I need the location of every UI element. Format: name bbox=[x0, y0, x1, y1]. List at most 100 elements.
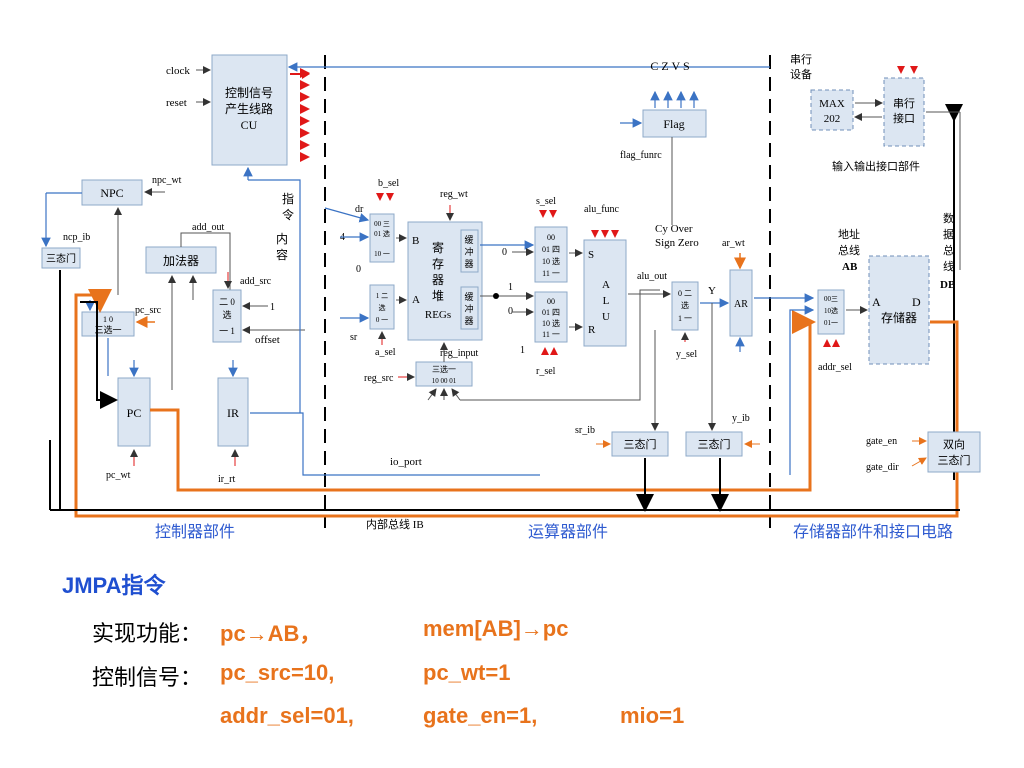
svg-text:器: 器 bbox=[464, 316, 473, 326]
serial-device-1: 串行 bbox=[790, 53, 812, 66]
s-one: 1 bbox=[508, 282, 513, 293]
svg-text:00 三: 00 三 bbox=[374, 220, 390, 228]
svg-text:一 1: 一 1 bbox=[219, 326, 235, 336]
cu-block bbox=[211, 54, 288, 166]
instr-4: 容 bbox=[276, 247, 288, 262]
alu-func-label: alu_func bbox=[584, 204, 620, 215]
pc-src-mux bbox=[81, 311, 135, 337]
offset-label: offset bbox=[255, 334, 280, 346]
alu-out-label: alu_out bbox=[637, 271, 667, 282]
pc-block bbox=[117, 377, 151, 447]
ir-block bbox=[217, 377, 249, 447]
db-3: 总 bbox=[943, 243, 954, 257]
svg-text:A: A bbox=[872, 295, 881, 309]
instr-1: 指 bbox=[282, 191, 294, 206]
y-ib-label: y_ib bbox=[732, 413, 750, 424]
section-controller-label: 控制器部件 bbox=[155, 523, 235, 541]
control-value-3: addr_sel=01, bbox=[220, 703, 354, 728]
io-port-label: io_port bbox=[390, 456, 422, 468]
io-section-label: 输入输出接口部件 bbox=[832, 159, 920, 173]
svg-text:选: 选 bbox=[681, 300, 689, 310]
npc-tristate-label: 三态门 bbox=[46, 252, 76, 265]
instruction-description: JMPA指令 实现功能： pc→AB， mem[AB]→pc 控制信号： pc_… bbox=[0, 560, 1024, 768]
svg-text:10 一: 10 一 bbox=[374, 250, 390, 258]
ir-rt-label: ir_rt bbox=[218, 474, 235, 485]
bidir-tristate bbox=[927, 431, 981, 473]
reg-src-label: reg_src bbox=[364, 373, 394, 384]
svg-text:D: D bbox=[912, 295, 921, 309]
regs-a-port: A bbox=[412, 294, 420, 306]
db-4: 线 bbox=[943, 259, 954, 273]
memory-block bbox=[868, 255, 930, 365]
svg-text:10选: 10选 bbox=[824, 306, 838, 315]
db-1: 数 bbox=[943, 212, 954, 225]
sr-ib-label: sr_ib bbox=[575, 425, 595, 436]
ar-wt-label: ar_wt bbox=[722, 238, 745, 249]
svg-text:缓: 缓 bbox=[464, 291, 473, 302]
regs-5: REGs bbox=[425, 309, 451, 321]
cu-label-1: 控制信号 bbox=[225, 86, 273, 100]
svg-text:11 一: 11 一 bbox=[542, 330, 560, 339]
reg-wt-label: reg_wt bbox=[440, 189, 468, 200]
svg-text:11 一: 11 一 bbox=[542, 269, 560, 278]
function-label: 实现功能： bbox=[92, 621, 203, 646]
s-zero: 0 bbox=[502, 247, 507, 258]
sr-tristate-label: 三态门 bbox=[624, 437, 657, 451]
control-value-1: pc_src=10, bbox=[220, 660, 335, 685]
svg-text:0 一: 0 一 bbox=[376, 316, 388, 324]
ncp-ib-label: ncp_ib bbox=[63, 232, 90, 243]
svg-text:01一: 01一 bbox=[824, 319, 838, 327]
instr-3: 内 bbox=[276, 232, 288, 246]
s-sel-label: s_sel bbox=[536, 196, 556, 207]
bidir-1: 双向 bbox=[943, 437, 965, 451]
regs-2: 存 bbox=[432, 257, 444, 271]
cu-label-2: 产生线路 bbox=[225, 101, 273, 116]
svg-text:01 选: 01 选 bbox=[374, 229, 390, 238]
a-sel-mux bbox=[369, 284, 395, 330]
reg-input-label: reg_input bbox=[440, 348, 479, 359]
buffer-b bbox=[460, 229, 479, 273]
ar-block bbox=[729, 269, 753, 337]
add-out-label: add_out bbox=[192, 222, 224, 233]
svg-text:1 二: 1 二 bbox=[376, 292, 388, 300]
svg-text:选: 选 bbox=[379, 303, 386, 312]
control-value-2: pc_wt=1 bbox=[423, 660, 511, 685]
s-sel-mux bbox=[534, 226, 568, 283]
clock-label: clock bbox=[166, 65, 190, 77]
max202-1: MAX bbox=[819, 98, 845, 110]
adder-label: 加法器 bbox=[163, 254, 199, 268]
addr-sel-label: addr_sel bbox=[818, 362, 852, 373]
r-one: 1 bbox=[520, 345, 525, 356]
serial-device-2: 设备 bbox=[790, 67, 812, 81]
svg-text:S: S bbox=[588, 249, 594, 261]
y-sel-label: y_sel bbox=[676, 349, 697, 360]
max202-2: 202 bbox=[824, 113, 841, 125]
function-value-2: mem[AB]→pc bbox=[423, 616, 569, 641]
control-value-4: gate_en=1, bbox=[423, 703, 538, 728]
sign-zero-label: Sign Zero bbox=[655, 237, 699, 249]
y-tristate-label: 三态门 bbox=[698, 437, 731, 451]
section-memory-label: 存储器部件和接口电路 bbox=[793, 523, 953, 541]
svg-text:冲: 冲 bbox=[464, 303, 473, 314]
svg-text:冲: 冲 bbox=[464, 246, 473, 257]
internal-bus-label: 内部总线 IB bbox=[366, 517, 424, 531]
r-zero: 0 bbox=[508, 306, 513, 317]
a-sel-label: a_sel bbox=[375, 347, 396, 358]
control-value-5: mio=1 bbox=[620, 703, 685, 728]
r-sel-mux bbox=[534, 291, 568, 343]
add-src-one: 1 bbox=[270, 302, 275, 313]
ab-2: 总线 bbox=[838, 243, 860, 257]
czvs-label: C Z V S bbox=[650, 59, 689, 73]
svg-text:1 一: 1 一 bbox=[678, 314, 692, 323]
svg-text:R: R bbox=[588, 324, 596, 336]
npc-tristate-block bbox=[41, 247, 81, 269]
add-src-label: add_src bbox=[240, 276, 272, 287]
gate-en-label: gate_en bbox=[866, 436, 897, 447]
svg-text:1 0: 1 0 bbox=[103, 315, 113, 324]
memory-label: 存储器 bbox=[881, 310, 917, 325]
svg-text:器: 器 bbox=[464, 259, 473, 269]
svg-text:二 0: 二 0 bbox=[219, 297, 235, 307]
instr-2: 令 bbox=[282, 207, 294, 222]
cy-over-label: Cy Over bbox=[655, 223, 693, 235]
section-alu-label: 运算器部件 bbox=[528, 522, 608, 541]
